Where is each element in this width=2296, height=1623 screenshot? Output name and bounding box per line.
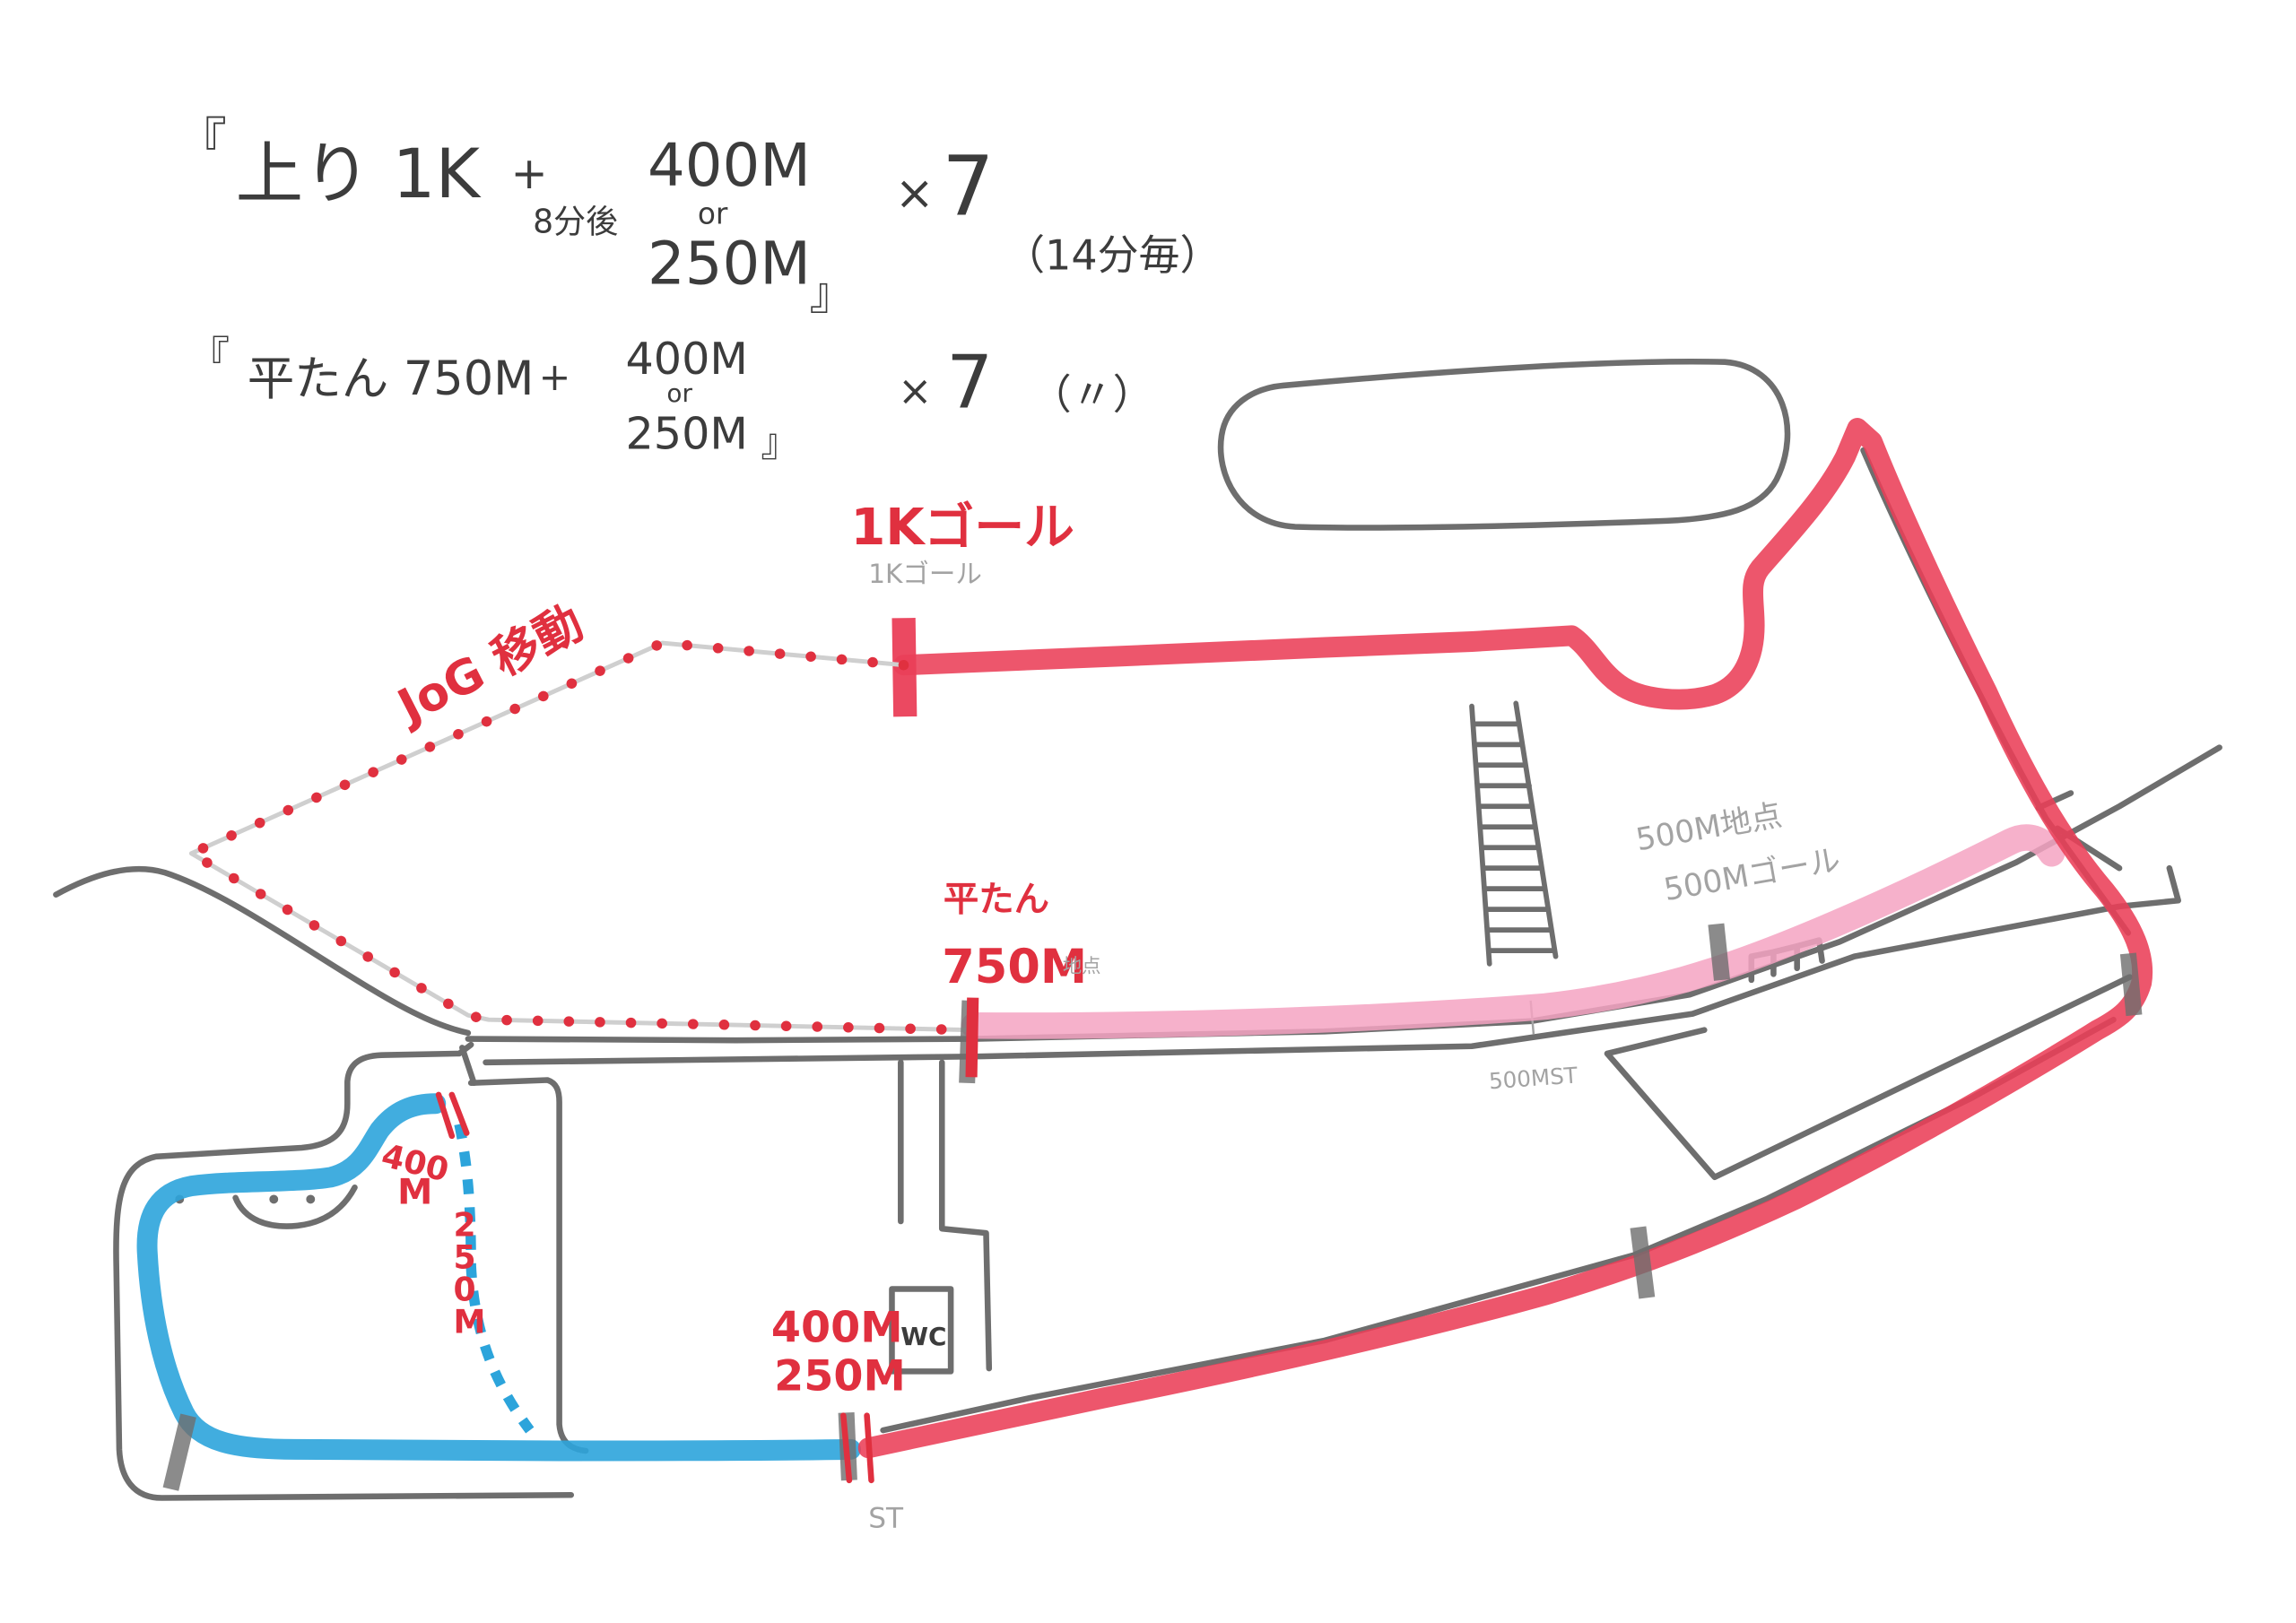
flat-label: 平たん (944, 879, 1049, 920)
start-double-bar (840, 1412, 874, 1484)
jog-route-dots (186, 638, 977, 1036)
jog-move-label: JoG 移動 (387, 595, 592, 735)
loop-split-marker (435, 1091, 470, 1140)
distance-marker (162, 1413, 196, 1491)
flat-route-pink (961, 824, 2066, 1039)
vertical-char: 0 (453, 1271, 475, 1309)
left-area-outline (113, 1041, 575, 1501)
set1-open-bracket: 『 (177, 113, 227, 171)
set1-count: 7 (942, 139, 994, 235)
set2-close-bracket: 』 (761, 421, 799, 466)
set2-option-a: 400M (625, 333, 747, 385)
road-outlines (53, 358, 2222, 1501)
flat-750m-marker (965, 997, 979, 1078)
distance-marker (1630, 1226, 1656, 1299)
loop-250m-shortcut (454, 1123, 535, 1434)
workout-set-1: 『 上り 1K + 8分後 400M or 250M 』 × 7 （14分毎） (177, 113, 1221, 319)
wc-building (889, 1286, 954, 1375)
oval-field (1217, 358, 1791, 531)
distance-marker (2119, 952, 2143, 1017)
set1-close-bracket: 』 (810, 268, 854, 320)
set1-option-a: 400M (648, 132, 811, 200)
set2-count: 7 (946, 341, 993, 426)
flat-distance-label: 750M (942, 940, 1087, 994)
start-500m-pencil-label: 500MST (1488, 1062, 1579, 1094)
wc-label: WC (900, 1322, 946, 1351)
junction-connector (459, 1045, 477, 1087)
set1-main: 上り 1K (236, 135, 483, 213)
inner-bump (232, 1184, 358, 1229)
dot-marker (269, 1194, 279, 1204)
distance-markers (162, 923, 2143, 1491)
road-left-curve (53, 865, 472, 1037)
loop-400m-route (136, 1093, 862, 1462)
set1-option-b: 250M (648, 230, 811, 299)
goal-1k-label: 1Kゴール (851, 499, 1074, 557)
stairs-ladder-icon (1469, 700, 1559, 967)
inner-building (467, 1077, 589, 1454)
road-upper-edge (465, 744, 2222, 1044)
start-250m-label: 250M (774, 1352, 906, 1402)
set1-times-sign: × (895, 166, 935, 221)
loop-400-unit-label: M (397, 1171, 432, 1212)
wc-path (898, 1059, 993, 1372)
set1-plus: + (510, 147, 547, 199)
jog-route-pencil (188, 640, 972, 1033)
set1-or: or (698, 196, 728, 230)
slanted-building (1604, 974, 2133, 1181)
uphill-1k-route (857, 418, 2153, 1459)
point-500m-pencil-label: 500M地点 (1633, 797, 1785, 858)
set2-option-b: 250M (625, 407, 747, 459)
jog-route-dotted (186, 638, 977, 1036)
interval-route-blue (136, 1093, 862, 1462)
start-pencil-label: ST (868, 1502, 904, 1534)
start-400m-label: 400M (771, 1304, 903, 1353)
vertical-char: M (453, 1303, 485, 1341)
set2-open-bracket: 『 (188, 333, 230, 381)
set2-or: or (666, 378, 692, 408)
vertical-char: 2 (453, 1205, 475, 1244)
flat-point-pencil-label: 地点 (1063, 956, 1101, 978)
goal-500m-pencil-label: 500Mゴール (1661, 842, 1843, 908)
vertical-char: 5 (453, 1238, 475, 1277)
set2-times-sign: × (898, 366, 933, 414)
road-lower-edge (483, 864, 2181, 1066)
set2-main: 平たん 750M (248, 352, 535, 406)
set2-plus: + (539, 355, 571, 400)
set1-interval: （14分毎） (1004, 230, 1221, 279)
dot-marker (306, 1194, 316, 1204)
goal-1k-pencil-label: 1Kゴール (868, 559, 982, 589)
distance-marker (1708, 923, 1730, 981)
set1-rest-note: 8分後 (533, 202, 618, 240)
workout-set-2: 『 平たん 750M + 400M or 250M 』 × 7 （〃） (188, 333, 1153, 466)
set2-interval: （〃） (1031, 370, 1154, 419)
